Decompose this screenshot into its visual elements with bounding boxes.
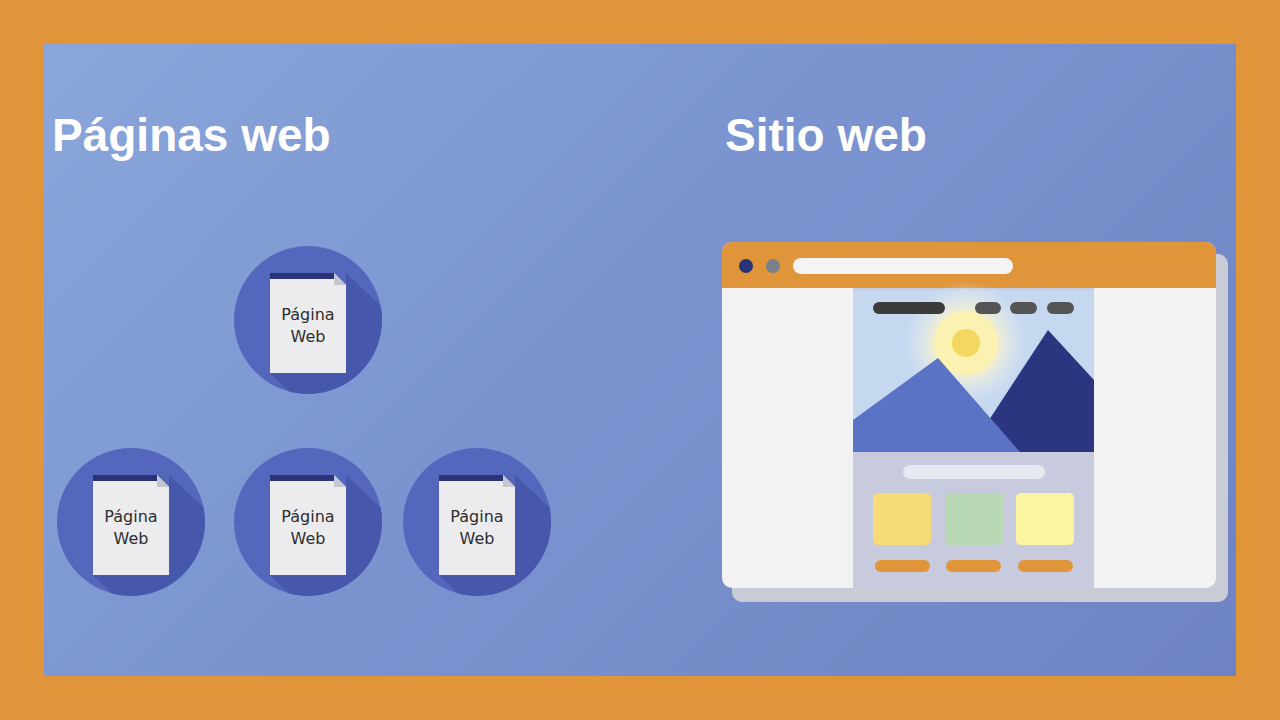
page-label: Página Web [275,304,341,349]
page-sheet: Página Web [270,481,346,575]
page-label: Página Web [98,506,164,551]
page-sheet: Página Web [270,279,346,373]
web-page-icon: Página Web [402,447,552,597]
section-heading: Sitio web [725,112,927,158]
page-sheet: Página Web [93,481,169,575]
web-page-icon: Página Web [56,447,206,597]
web-page-icon: Página Web [233,245,383,395]
page-sheet: Página Web [439,481,515,575]
section-heading: Páginas web [52,112,331,158]
web-page-icon: Página Web [233,447,383,597]
page-label: Página Web [275,506,341,551]
page-label: Página Web [444,506,510,551]
